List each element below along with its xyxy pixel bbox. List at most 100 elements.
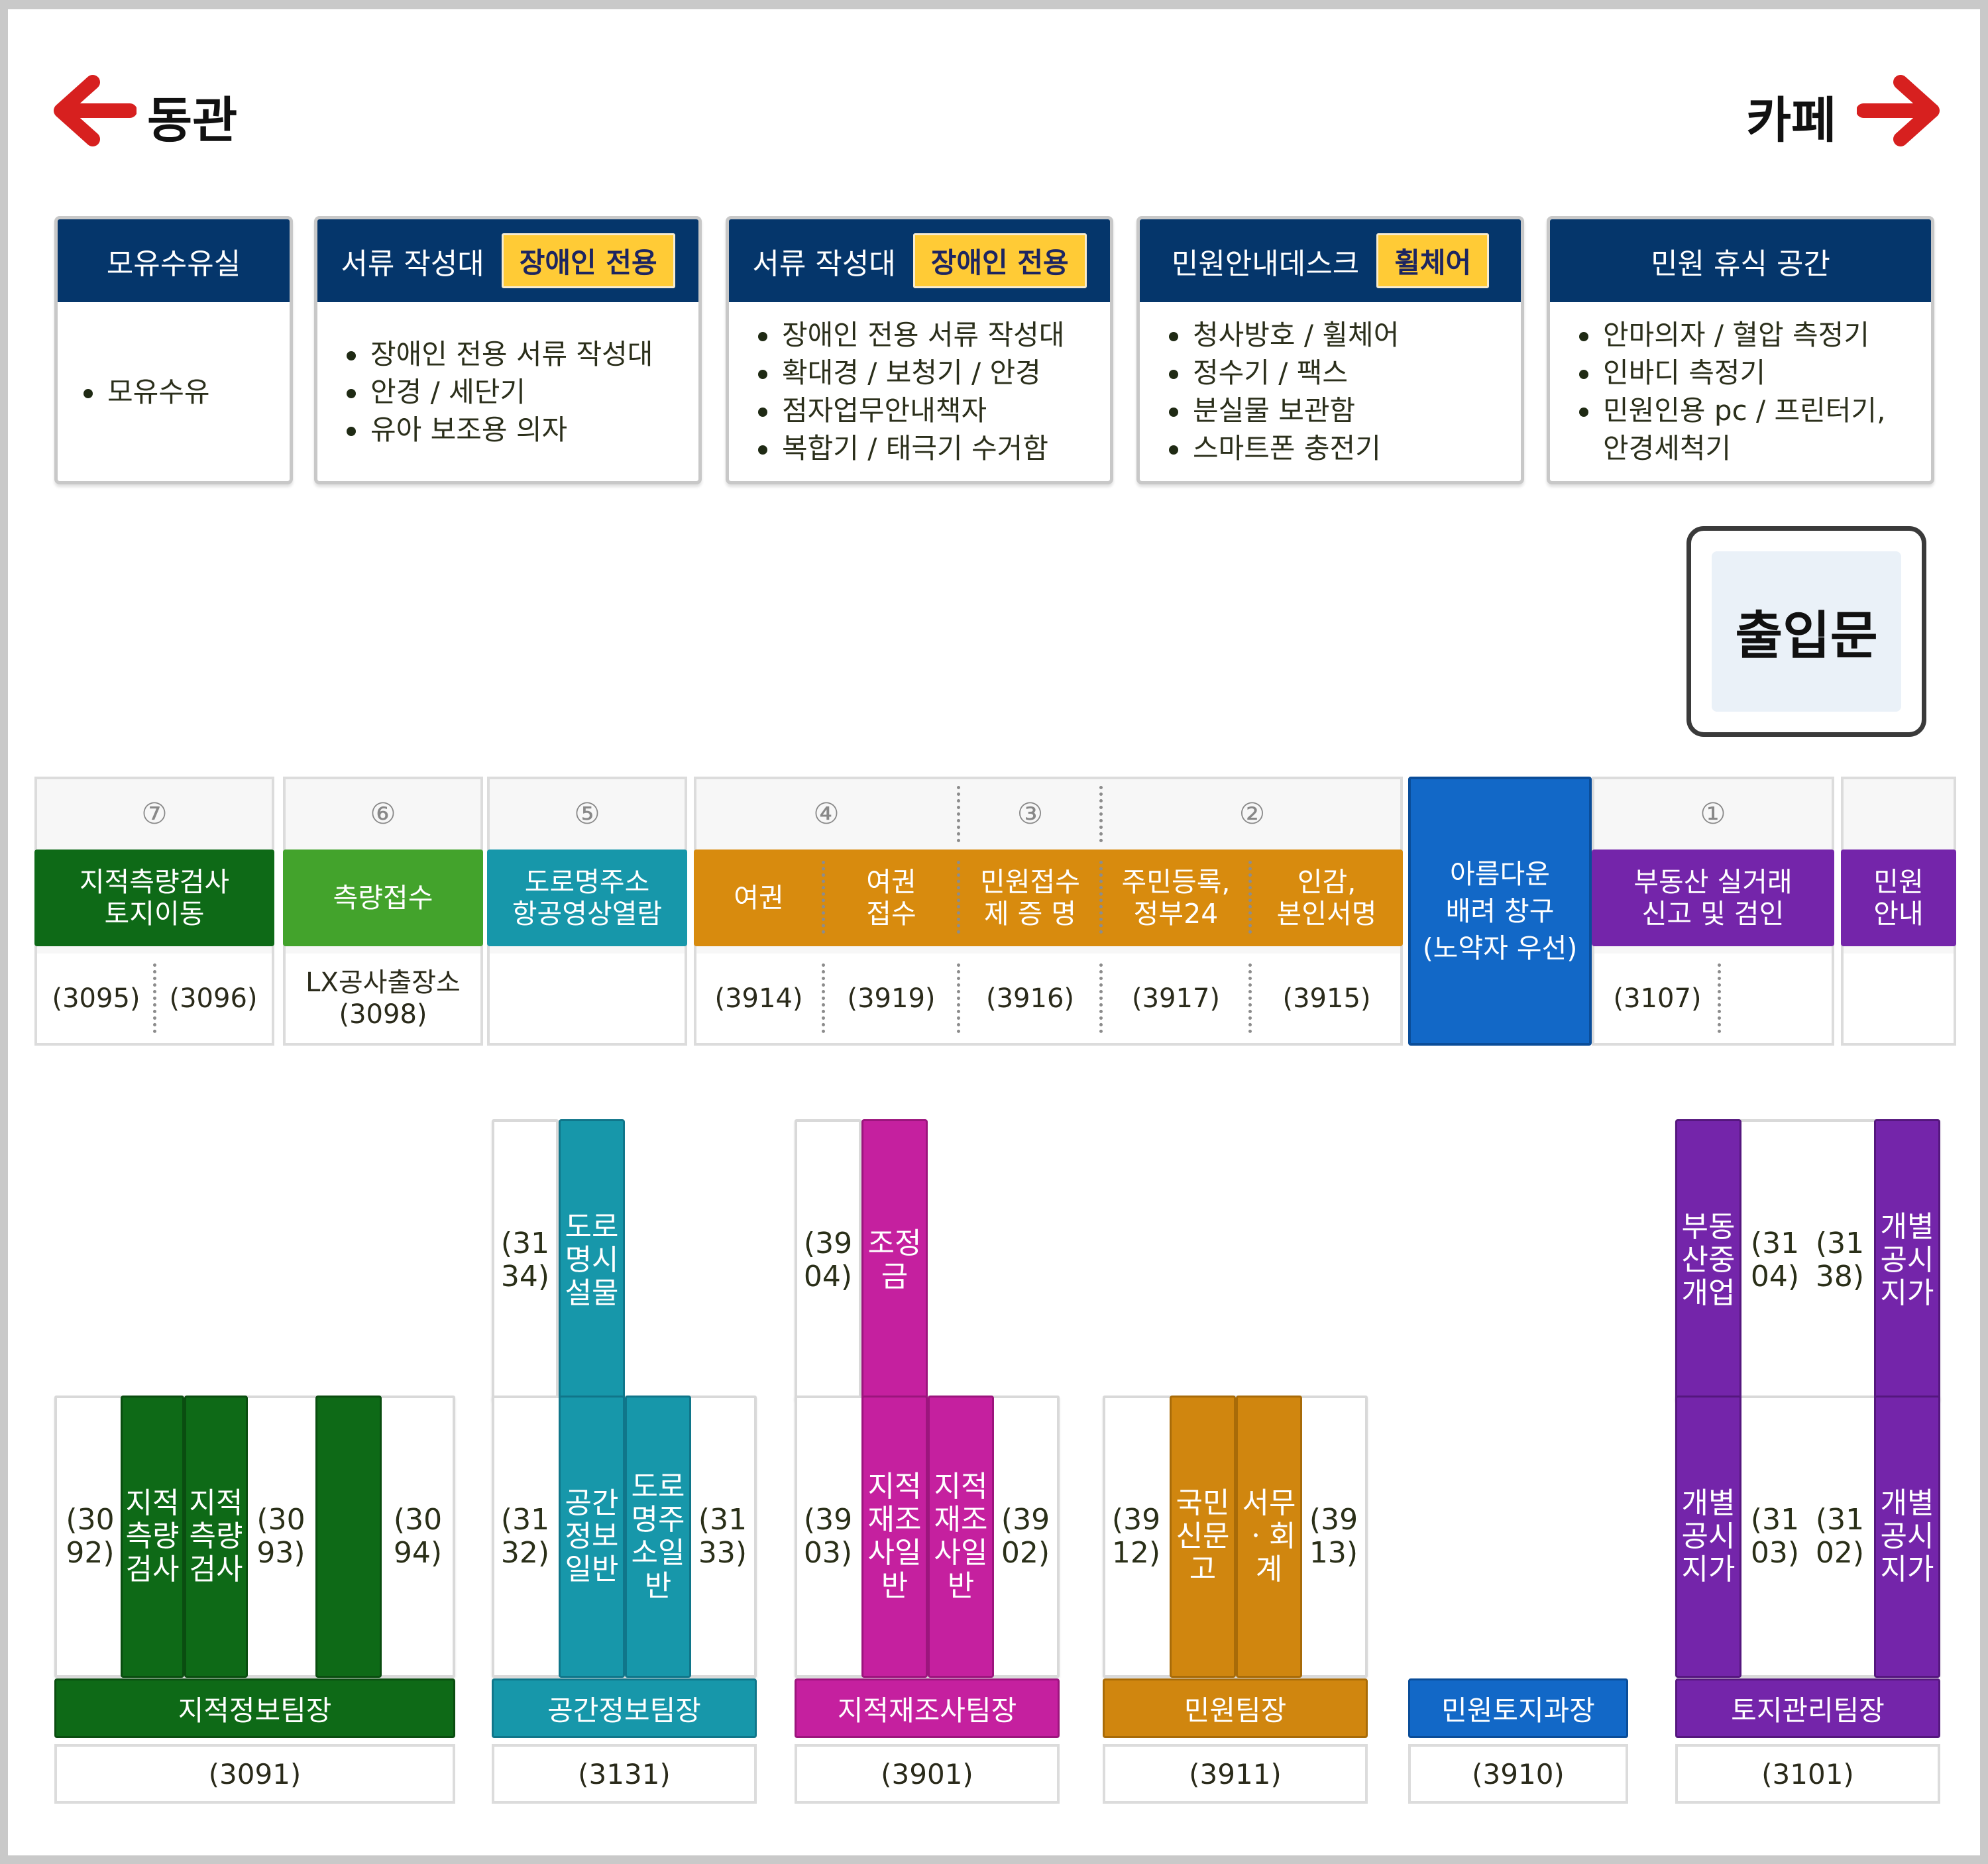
card-title: 모유수유실	[106, 247, 241, 281]
divider	[822, 861, 825, 934]
desk-3912: (3912)	[1111, 1503, 1161, 1570]
desk-land-price-1: 개별공시지가	[1874, 1119, 1940, 1401]
desk-3102: (3102)	[1815, 1503, 1865, 1570]
direction-east-building: 동관	[147, 92, 238, 149]
divider	[1248, 963, 1252, 1033]
team-ext-3901: (3901)	[795, 1744, 1060, 1804]
team-civil: 민원팀장	[1103, 1678, 1368, 1738]
card-header: 서류 작성대 장애인 전용	[317, 219, 698, 302]
desk-3904: (3904)	[803, 1227, 853, 1293]
desk-3132: (3132)	[500, 1503, 550, 1570]
counter-number: ⑦	[141, 796, 168, 831]
team-ext-3131: (3131)	[492, 1744, 757, 1804]
list-item: 인바디 측정기	[1576, 354, 1905, 392]
counter-number: ③	[1017, 796, 1044, 831]
team-spatial-info: 공간정보팀장	[492, 1678, 757, 1738]
entrance-label: 출입문	[1712, 551, 1901, 712]
desk-road-address-general: 도로명주소일반	[625, 1396, 691, 1678]
card-body: 모유수유	[58, 302, 290, 481]
list-item: 분실물 보관함	[1166, 392, 1399, 429]
card-title: 민원 휴식 공간	[1651, 247, 1830, 281]
ext-3107: (3107)	[1613, 983, 1702, 1014]
divider	[822, 963, 825, 1033]
service-civil-info: 민원 안내	[1841, 850, 1956, 946]
service-road-address: 도로명주소 항공영상열람	[487, 850, 687, 946]
divider	[957, 963, 960, 1033]
card-body: 안마의자 / 혈압 측정기 인바디 측정기 민원인용 pc / 프린터기, 안경…	[1550, 302, 1931, 481]
card-title: 민원안내데스크	[1171, 247, 1360, 281]
list-item: 정수기 / 팩스	[1166, 354, 1399, 392]
team-ext-3101: (3101)	[1675, 1744, 1940, 1804]
ext-lx-office: LX공사출장소 (3098)	[286, 954, 480, 1043]
desk-land-price-3: 개별공시지가	[1874, 1396, 1940, 1678]
desk-national-petition: 국민신문고	[1170, 1396, 1236, 1678]
card-document-desk-2: 서류 작성대 장애인 전용 장애인 전용 서류 작성대 확대경 / 보청기 / 안…	[726, 216, 1113, 484]
ext-3916: (3916)	[985, 983, 1074, 1014]
desk-3913: (3913)	[1309, 1503, 1358, 1570]
divider	[1718, 963, 1721, 1033]
list-item: 장애인 전용 서류 작성대	[344, 335, 653, 373]
divider	[1248, 861, 1252, 934]
service-passport-intake: 여권 접수	[866, 866, 916, 930]
service-civil-certificates: 민원접수 제 증 명	[980, 866, 1080, 930]
card-rest-area: 민원 휴식 공간 안마의자 / 혈압 측정기 인바디 측정기 민원인용 pc /…	[1547, 216, 1934, 484]
list-item: 스마트폰 충전기	[1166, 429, 1399, 467]
desk-land-price-2: 개별공시지가	[1675, 1396, 1741, 1678]
card-header: 모유수유실	[58, 219, 290, 302]
ext-cell	[696, 954, 1400, 1043]
accessible-badge: 장애인 전용	[501, 233, 675, 288]
desk-3104: (3104)	[1750, 1227, 1800, 1293]
card-body: 장애인 전용 서류 작성대 안경 / 세단기 유아 보조용 의자	[317, 302, 698, 481]
card-header: 민원안내데스크 휠체어	[1140, 219, 1521, 302]
divider	[957, 861, 960, 934]
card-title: 서류 작성대	[341, 247, 484, 281]
list-item: 점자업무안내책자	[755, 392, 1064, 429]
desk-spatial-info: 공간정보일반	[559, 1396, 625, 1678]
counter-number: ②	[1239, 796, 1266, 831]
list-item: 청사방호 / 휠체어	[1166, 316, 1399, 354]
desk-3138: (3138)	[1815, 1227, 1865, 1293]
list-item: 확대경 / 보청기 / 안경	[755, 354, 1064, 392]
ext-empty	[490, 954, 685, 1043]
counter-number: ①	[1700, 796, 1726, 831]
card-nursing-room: 모유수유실 모유수유	[54, 216, 293, 484]
desk-real-estate-broker: 부동산중개업	[1675, 1119, 1741, 1401]
desk-slot	[492, 1119, 559, 1401]
list-item: 모유수유	[81, 373, 210, 411]
service-resident-registration: 주민등록, 정부24	[1121, 866, 1231, 930]
service-passport: 여권	[734, 882, 784, 914]
card-header: 민원 휴식 공간	[1550, 219, 1931, 302]
ext-3914: (3914)	[714, 983, 803, 1014]
director-civil-land: 민원토지과장	[1408, 1678, 1628, 1738]
desk-resurvey-general-2: 지적재조사일반	[928, 1396, 994, 1678]
wheelchair-badge: 휠체어	[1376, 233, 1490, 288]
ext-3095: (3095)	[52, 983, 140, 1014]
desk-3092: (3092)	[66, 1503, 115, 1570]
desk-cadastral-survey-1: 지적측량검사	[121, 1396, 184, 1678]
service-cadastral-survey: 지적측량검사 토지이동	[34, 850, 274, 946]
desk-adjustment-fee: 조정금	[861, 1119, 928, 1401]
team-cadastral-info: 지적정보팀장	[54, 1678, 455, 1738]
service-orange-strip	[694, 850, 1403, 946]
divider	[957, 786, 960, 842]
ext-empty	[1844, 954, 1954, 1043]
desk-resurvey-general-1: 지적재조사일반	[861, 1396, 928, 1678]
divider	[1099, 963, 1103, 1033]
ext-3096: (3096)	[169, 983, 258, 1014]
team-cadastral-resurvey: 지적재조사팀장	[795, 1678, 1060, 1738]
desk-3133: (3133)	[698, 1503, 747, 1570]
arrow-right-icon	[1857, 75, 1940, 146]
desk-admin-accounting: 서무ㆍ회계	[1236, 1396, 1302, 1678]
ext-3919: (3919)	[847, 983, 936, 1014]
desk-empty-green	[315, 1396, 382, 1678]
list-item: 장애인 전용 서류 작성대	[755, 316, 1064, 354]
divider	[1099, 786, 1103, 842]
service-survey-intake: 측량접수	[283, 850, 483, 946]
card-title: 서류 작성대	[752, 247, 896, 281]
arrow-left-icon	[54, 75, 137, 146]
list-item: 민원인용 pc / 프린터기, 안경세척기	[1576, 392, 1905, 467]
team-land-management: 토지관리팀장	[1675, 1678, 1940, 1738]
service-priority-window: 아름다운 배려 창구 (노약자 우선)	[1408, 777, 1592, 1046]
accessible-badge: 장애인 전용	[912, 233, 1087, 288]
direction-cafe: 카페	[1746, 92, 1837, 149]
